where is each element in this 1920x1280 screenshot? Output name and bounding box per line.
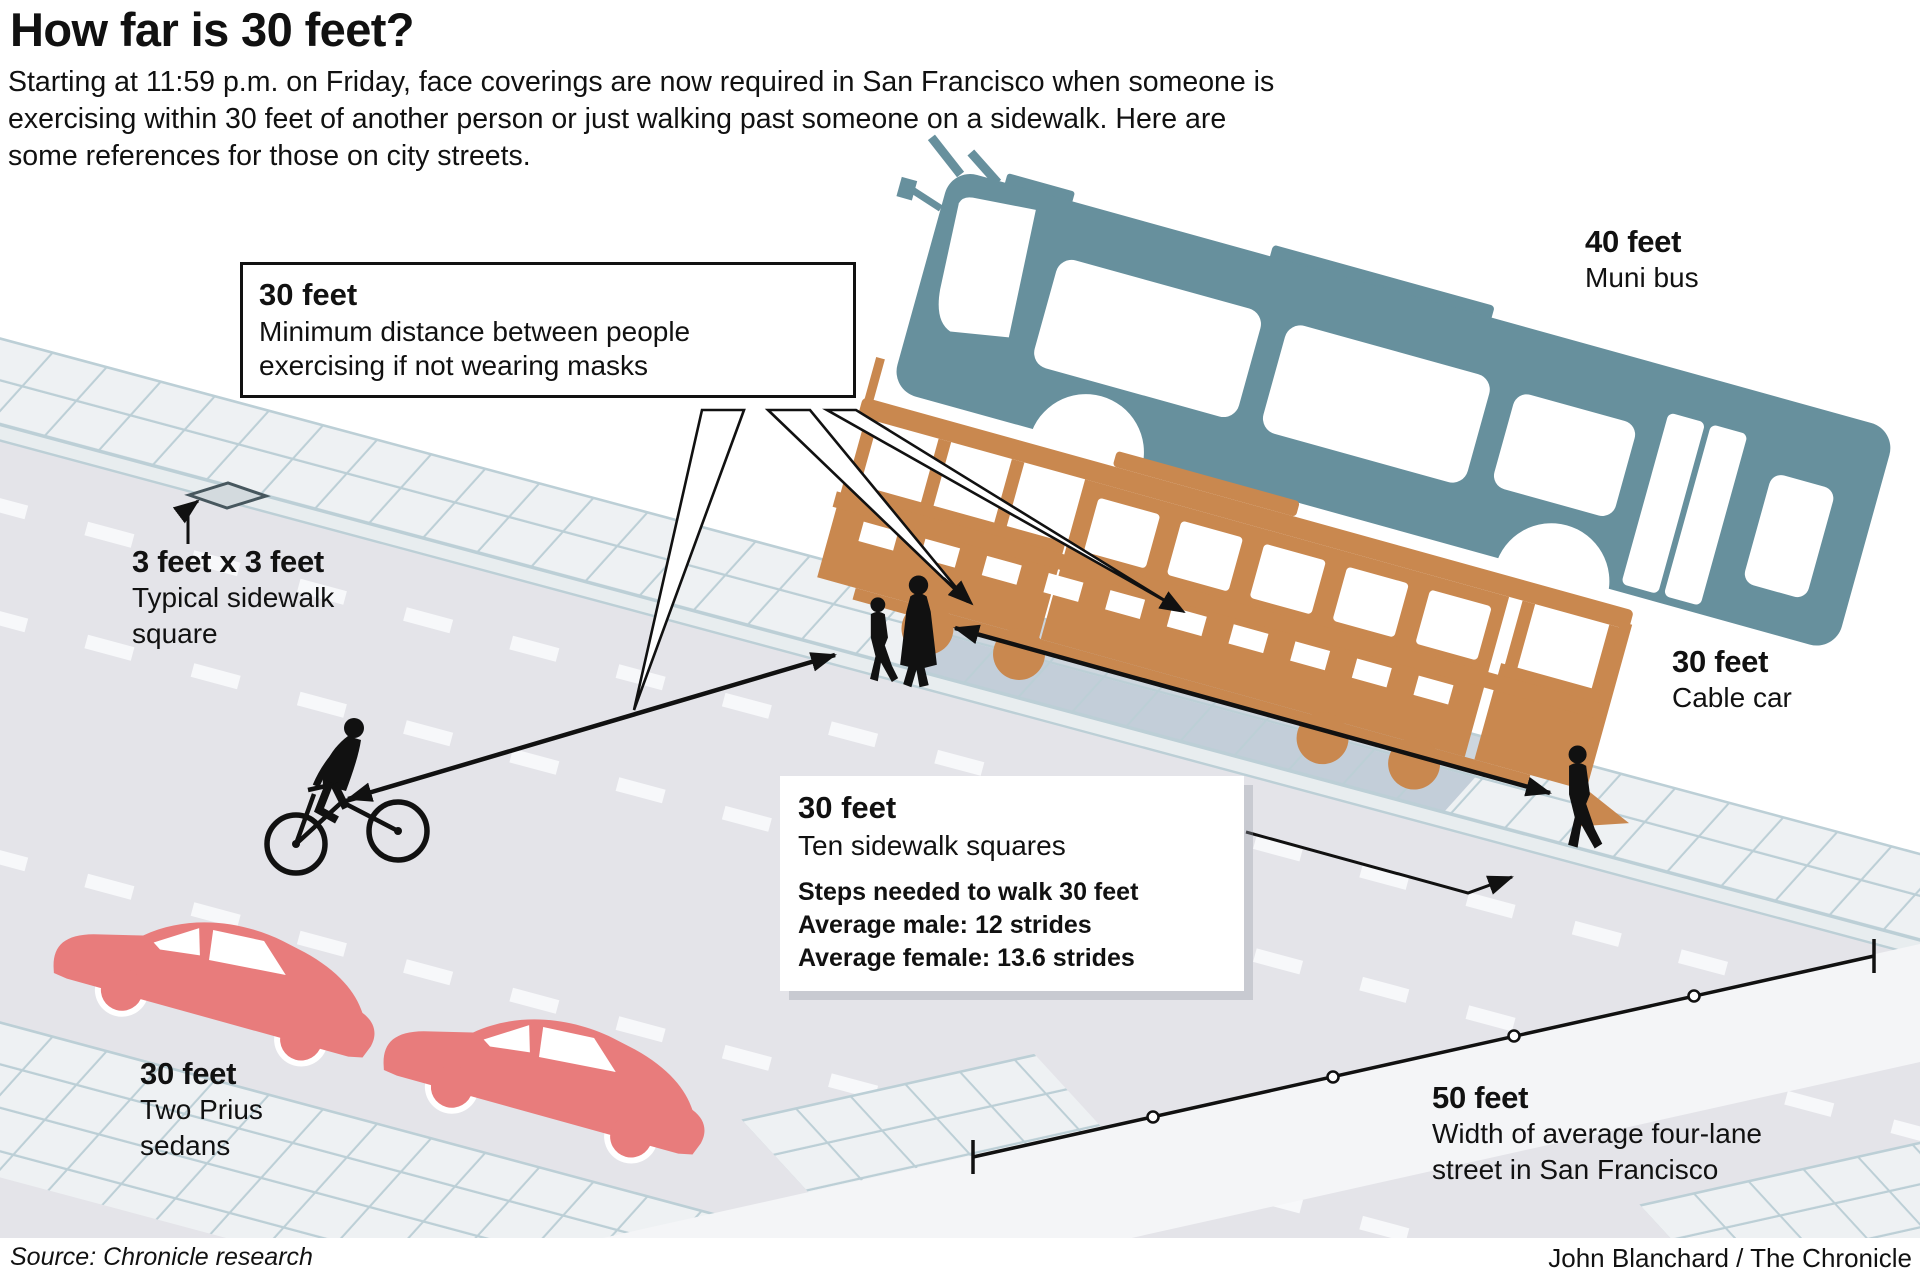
intro-line: Starting at 11:59 p.m. on Friday, face c… [8,66,1275,98]
footer-band [0,1238,1920,1280]
intro-text: Starting at 11:59 p.m. on Friday, face c… [8,64,1528,175]
steps-box-leader-line [1245,830,1514,895]
sidewalk-square-label: 3 feet x 3 feet Typical sidewalk square [132,544,334,652]
source-credit: Source: Chronicle research [10,1243,313,1271]
cyclist-illustration [264,718,430,876]
cable-car-value: 30 feet [1672,644,1769,679]
muni-bus-label: 40 feet Muni bus [1585,224,1699,296]
steps-box-male: Average male: 12 strides [798,911,1092,939]
sidewalk-square-value: 3 feet x 3 feet [132,544,324,579]
sidewalk-square-desc: square [132,618,218,649]
steps-box-heading: Steps needed to walk 30 feet [798,878,1139,906]
prius-desc: sedans [140,1130,231,1161]
sidewalk-square-arrow [172,499,200,544]
cable-car-name: Cable car [1672,682,1792,713]
sidewalk-square-desc: Typical sidewalk [132,582,335,613]
muni-bus-name: Muni bus [1585,262,1699,293]
callout-desc: exercising if not wearing masks [259,350,649,381]
callout-leader-lines [632,408,1186,711]
street-width-value: 50 feet [1432,1080,1529,1115]
prius-desc: Two Prius [140,1094,263,1125]
intro-line: some references for those on city street… [8,140,531,172]
crosswalk-strip [540,944,1920,1280]
prius-sedan-illustration [53,922,375,1067]
sidewalk-square-highlight [184,481,271,510]
street-width-desc: street in San Francisco [1432,1154,1719,1185]
callout-box: 30 feet Minimum distance between people … [240,262,856,398]
steps-box-value: 30 feet [798,790,897,825]
prius-sedans-illustration [53,922,705,1164]
prius-value: 30 feet [140,1056,237,1091]
street-width-label: 50 feet Width of average four-lane stree… [1432,1080,1762,1188]
artist-credit: John Blanchard / The Chronicle [1548,1243,1912,1273]
callout-desc: Minimum distance between people [259,316,691,347]
steps-box: 30 feet Ten sidewalk squares Steps neede… [780,776,1244,991]
intro-line: exercising within 30 feet of another per… [8,103,1227,135]
page-title: How far is 30 feet? [10,3,414,56]
steps-box-female: Average female: 13.6 strides [798,944,1135,972]
street-width-desc: Width of average four-lane [1432,1118,1762,1149]
street-width-line [971,939,1876,1174]
prius-sedan-illustration [383,1019,705,1164]
prius-label: 30 feet Two Prius sedans [140,1056,263,1164]
distance-arrow-walker [953,624,1552,797]
distance-arrow-cyclist [346,652,837,802]
cable-car-label: 30 feet Cable car [1672,644,1792,716]
steps-box-subtitle: Ten sidewalk squares [798,830,1066,861]
muni-bus-value: 40 feet [1585,224,1682,259]
callout-value: 30 feet [259,277,358,312]
